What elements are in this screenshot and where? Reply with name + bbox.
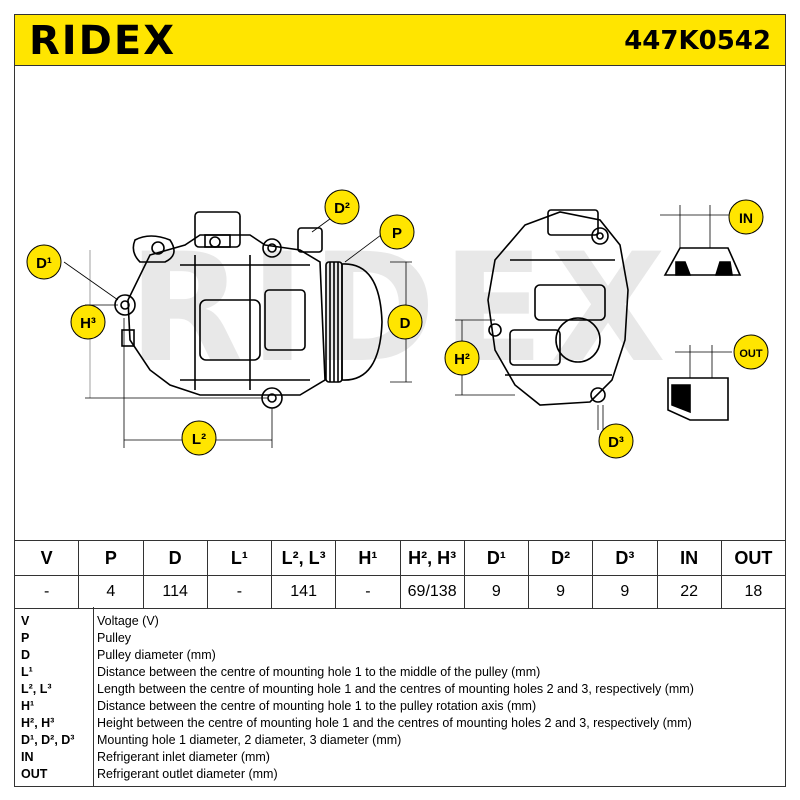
header-bar: RIDEX 447K0542 <box>14 14 786 66</box>
spec-value-row: - 4 114 - 141 - 69/138 9 9 9 22 18 <box>13 575 787 609</box>
inlet-fitting <box>660 205 742 276</box>
svg-text:D¹: D¹ <box>36 255 52 272</box>
header-l2-l3: L², L³ <box>270 540 337 576</box>
legend-row: P Pulley <box>15 630 785 647</box>
legend-desc: Height between the centre of mounting ho… <box>97 716 692 730</box>
legend-code: D¹, D², D³ <box>21 733 75 747</box>
header-v: V <box>13 540 80 576</box>
legend-row: L¹ Distance between the centre of mounti… <box>15 664 785 681</box>
value-l1: - <box>206 575 273 609</box>
callout-h3: H³ <box>70 304 106 340</box>
value-p: 4 <box>78 575 144 609</box>
svg-text:L²: L² <box>192 431 206 448</box>
legend: V Voltage (V) P Pulley D Pulley diameter… <box>14 607 786 787</box>
legend-desc: Refrigerant inlet diameter (mm) <box>97 750 270 764</box>
callout-d1: D¹ <box>26 244 62 280</box>
value-d: 114 <box>142 575 208 609</box>
callout-d: D <box>387 304 423 340</box>
legend-desc: Pulley diameter (mm) <box>97 648 216 662</box>
header-p: P <box>78 540 144 576</box>
header-d2: D² <box>527 540 594 576</box>
svg-text:D²: D² <box>334 200 350 217</box>
value-d3: 9 <box>592 575 658 609</box>
callout-d3: D³ <box>598 423 634 459</box>
value-l2-l3: 141 <box>270 575 337 609</box>
compressor-drawing: RIDEX <box>26 189 769 459</box>
legend-row: L², L³ Length between the centre of moun… <box>15 681 785 698</box>
header-d3: D³ <box>592 540 658 576</box>
header-d: D <box>142 540 208 576</box>
callout-p: P <box>379 214 415 250</box>
legend-row: IN Refrigerant inlet diameter (mm) <box>15 749 785 766</box>
value-h2-h3: 69/138 <box>399 575 465 609</box>
brand-logo: RIDEX <box>29 18 177 64</box>
drawing-area <box>14 66 786 540</box>
spec-table: V P D L¹ L², L³ H¹ H², H³ D¹ D² D³ IN OU… <box>13 540 787 609</box>
header-in: IN <box>656 540 722 576</box>
value-out: 18 <box>720 575 787 609</box>
svg-text:D: D <box>400 315 411 332</box>
legend-code: D <box>21 648 31 662</box>
svg-text:IN: IN <box>739 210 753 226</box>
legend-desc: Voltage (V) <box>97 614 159 628</box>
header-l1: L¹ <box>206 540 273 576</box>
legend-desc: Distance between the centre of mounting … <box>97 665 541 679</box>
callout-l2: L² <box>181 420 217 456</box>
legend-row: D Pulley diameter (mm) <box>15 647 785 664</box>
legend-code: P <box>21 631 30 645</box>
legend-desc: Refrigerant outlet diameter (mm) <box>97 767 278 781</box>
value-d2: 9 <box>527 575 594 609</box>
legend-desc: Mounting hole 1 diameter, 2 diameter, 3 … <box>97 733 402 747</box>
legend-desc: Distance between the centre of mounting … <box>97 699 537 713</box>
value-d1: 9 <box>463 575 530 609</box>
callout-d2: D² <box>324 189 360 225</box>
svg-text:H²: H² <box>454 351 470 368</box>
callout-out: OUT <box>733 334 769 370</box>
outlet-fitting <box>667 345 732 421</box>
part-number: 447K0542 <box>624 26 771 56</box>
header-h2-h3: H², H³ <box>399 540 465 576</box>
header-h1: H¹ <box>335 540 401 576</box>
legend-code: L¹ <box>21 665 33 679</box>
legend-row: OUT Refrigerant outlet diameter (mm) <box>15 766 785 783</box>
header-out: OUT <box>720 540 787 576</box>
value-h1: - <box>335 575 401 609</box>
legend-code: H², H³ <box>21 716 55 730</box>
legend-code: IN <box>21 750 34 764</box>
callout-in: IN <box>728 199 764 235</box>
legend-row: D¹, D², D³ Mounting hole 1 diameter, 2 d… <box>15 732 785 749</box>
legend-row: H¹ Distance between the centre of mounti… <box>15 698 785 715</box>
legend-code: OUT <box>21 767 48 781</box>
legend-code: H¹ <box>21 699 35 713</box>
legend-code: V <box>21 614 30 628</box>
legend-divider <box>93 607 94 786</box>
side-view <box>487 209 629 406</box>
svg-text:OUT: OUT <box>739 348 763 360</box>
svg-text:H³: H³ <box>80 315 96 332</box>
svg-text:P: P <box>392 225 402 242</box>
value-in: 22 <box>656 575 722 609</box>
legend-row: H², H³ Height between the centre of moun… <box>15 715 785 732</box>
front-view <box>114 211 383 409</box>
header-d1: D¹ <box>463 540 530 576</box>
value-v: - <box>13 575 80 609</box>
legend-code: L², L³ <box>21 682 52 696</box>
legend-desc: Pulley <box>97 631 132 645</box>
spec-header-row: V P D L¹ L², L³ H¹ H², H³ D¹ D² D³ IN OU… <box>13 540 787 576</box>
callout-h2: H² <box>444 340 480 376</box>
legend-desc: Length between the centre of mounting ho… <box>97 682 694 696</box>
svg-text:D³: D³ <box>608 434 624 451</box>
legend-row: V Voltage (V) <box>15 613 785 630</box>
